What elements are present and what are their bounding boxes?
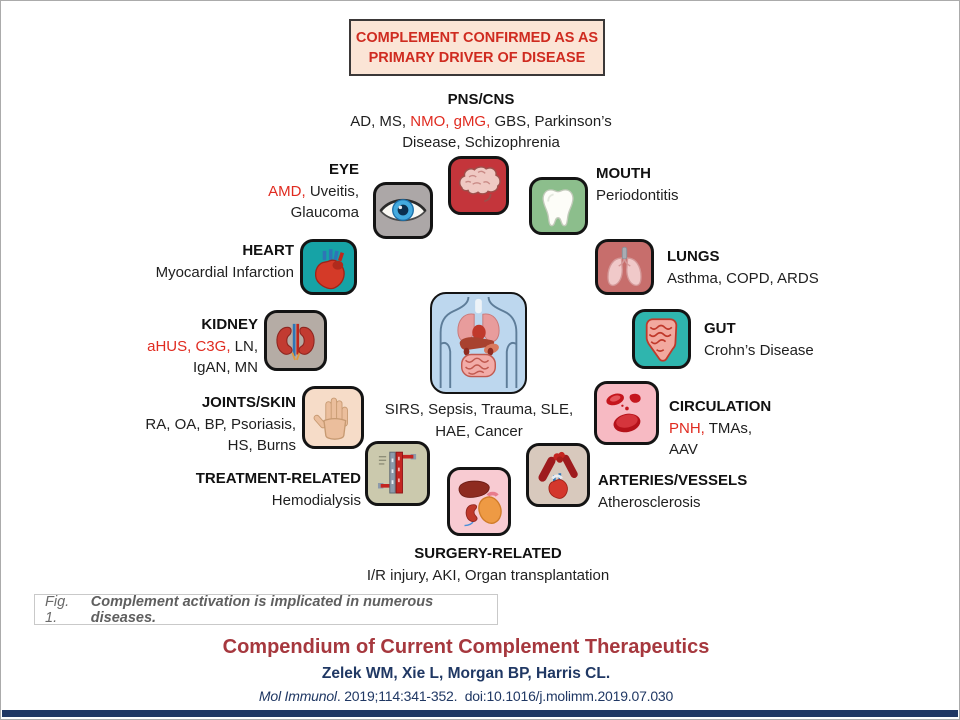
intestines-icon [632, 309, 691, 369]
region-diseases: IgAN, MN [192, 359, 258, 376]
organs-icon [447, 467, 511, 536]
region-title: ARTERIES/VESSELS [598, 472, 748, 489]
region-title: EYE [328, 161, 359, 178]
highlighted-diseases: AMD, [268, 182, 306, 200]
banner-box: COMPLEMENT CONFIRMED AS AS PRIMARY DRIVE… [349, 19, 605, 76]
region-diseases: HAE, Cancer [435, 422, 523, 440]
label-eye: EYE AMD, Uveitis, Glaucoma [151, 159, 359, 224]
region-diseases: Asthma, COPD, ARDS [667, 269, 819, 287]
region-title: TREATMENT-RELATED [195, 470, 361, 487]
label-surgery-related: SURGERY-RELATED I/R injury, AKI, Organ t… [288, 543, 688, 586]
bottom-accent-bar [2, 710, 958, 717]
highlighted-diseases: aHUS, C3G, [147, 337, 231, 355]
region-diseases: Periodontitis [596, 186, 679, 204]
label-mouth: MOUTH Periodontitis [596, 163, 826, 206]
label-lungs: LUNGS Asthma, COPD, ARDS [667, 246, 907, 289]
region-title: PNS/CNS [447, 91, 515, 108]
tooth-icon [529, 177, 588, 235]
region-title: JOINTS/SKIN [201, 394, 296, 411]
journal-name: Mol Immunol [258, 688, 337, 704]
region-diseases: RA, OA, BP, Psoriasis, [145, 415, 296, 433]
region-diseases: HS, Burns [227, 437, 296, 454]
region-diseases: I/R injury, AKI, Organ transplantation [366, 566, 610, 584]
region-diseases: Myocardial Infarction [155, 263, 294, 281]
paper-title: Compendium of Current Complement Therape… [222, 636, 710, 658]
label-gut: GUT Crohn’s Disease [704, 318, 914, 361]
region-diseases: aHUS, C3G, LN, [147, 337, 258, 355]
region-title: KIDNEY [201, 316, 258, 333]
paper-citation: Mol Immunol. 2019;114:341-352. doi:10.10… [1, 688, 931, 704]
label-circulation: CIRCULATION PNH, TMAs, AAV [669, 396, 879, 461]
region-diseases: SIRS, Sepsis, Trauma, SLE, [384, 401, 574, 418]
brain-icon [448, 156, 509, 215]
region-title: SURGERY-RELATED [414, 545, 562, 562]
region-diseases: Atherosclerosis [598, 493, 701, 511]
vessels-heart-icon [526, 443, 590, 507]
label-joints-skin: JOINTS/SKIN RA, OA, BP, Psoriasis, HS, B… [61, 392, 296, 457]
figure-caption: Fig. 1. Complement activation is implica… [34, 593, 498, 626]
label-kidney: KIDNEY aHUS, C3G, LN, IgAN, MN [81, 314, 258, 379]
region-diseases: AMD, Uveitis, [268, 182, 359, 200]
banner-line2: PRIMARY DRIVER OF DISEASE [368, 49, 586, 66]
label-pns-cns: PNS/CNS AD, MS, NMO, gMG, GBS, Parkinson… [261, 89, 701, 154]
label-arteries-vessels: ARTERIES/VESSELS Atherosclerosis [598, 470, 858, 513]
region-title: LUNGS [667, 248, 720, 265]
region-diseases: Hemodialysis [271, 491, 361, 509]
label-treatment-related: TREATMENT-RELATED Hemodialysis [101, 468, 361, 511]
label-systemic: SIRS, Sepsis, Trauma, SLE, HAE, Cancer [328, 399, 630, 442]
lungs-icon [595, 239, 654, 295]
eye-icon [373, 182, 433, 239]
figure-caption-text: Complement activation is implicated in n… [90, 593, 434, 626]
region-title: GUT [704, 320, 736, 337]
highlighted-diseases: NMO, gMG, [410, 112, 491, 130]
highlighted-diseases: PNH, [669, 419, 705, 437]
region-title: CIRCULATION [669, 398, 772, 415]
torso-organs-icon [430, 292, 527, 394]
region-diseases: PNH, TMAs, [669, 419, 753, 437]
dialysis-machine-icon [365, 441, 430, 506]
hand-icon [302, 386, 364, 449]
region-diseases: AAV [669, 441, 698, 458]
figure-number: Fig. 1. [45, 593, 70, 626]
paper-authors: Zelek WM, Xie L, Morgan BP, Harris CL. [321, 665, 611, 682]
label-heart: HEART Myocardial Infarction [81, 240, 294, 283]
region-title: HEART [242, 242, 294, 259]
region-diseases: Disease, Schizophrenia [402, 134, 560, 151]
kidneys-icon [264, 310, 327, 371]
blood-cells-icon [594, 381, 659, 445]
region-diseases: Glaucoma [290, 204, 359, 221]
region-diseases: Crohn’s Disease [704, 341, 814, 359]
banner-line1: COMPLEMENT CONFIRMED AS AS [355, 29, 599, 46]
region-title: MOUTH [596, 165, 651, 182]
heart-icon [300, 239, 357, 295]
citation-details: . 2019;114:341-352. doi:10.1016/j.molimm… [336, 688, 674, 704]
region-diseases: AD, MS, NMO, gMG, GBS, Parkinson’s [350, 112, 612, 130]
